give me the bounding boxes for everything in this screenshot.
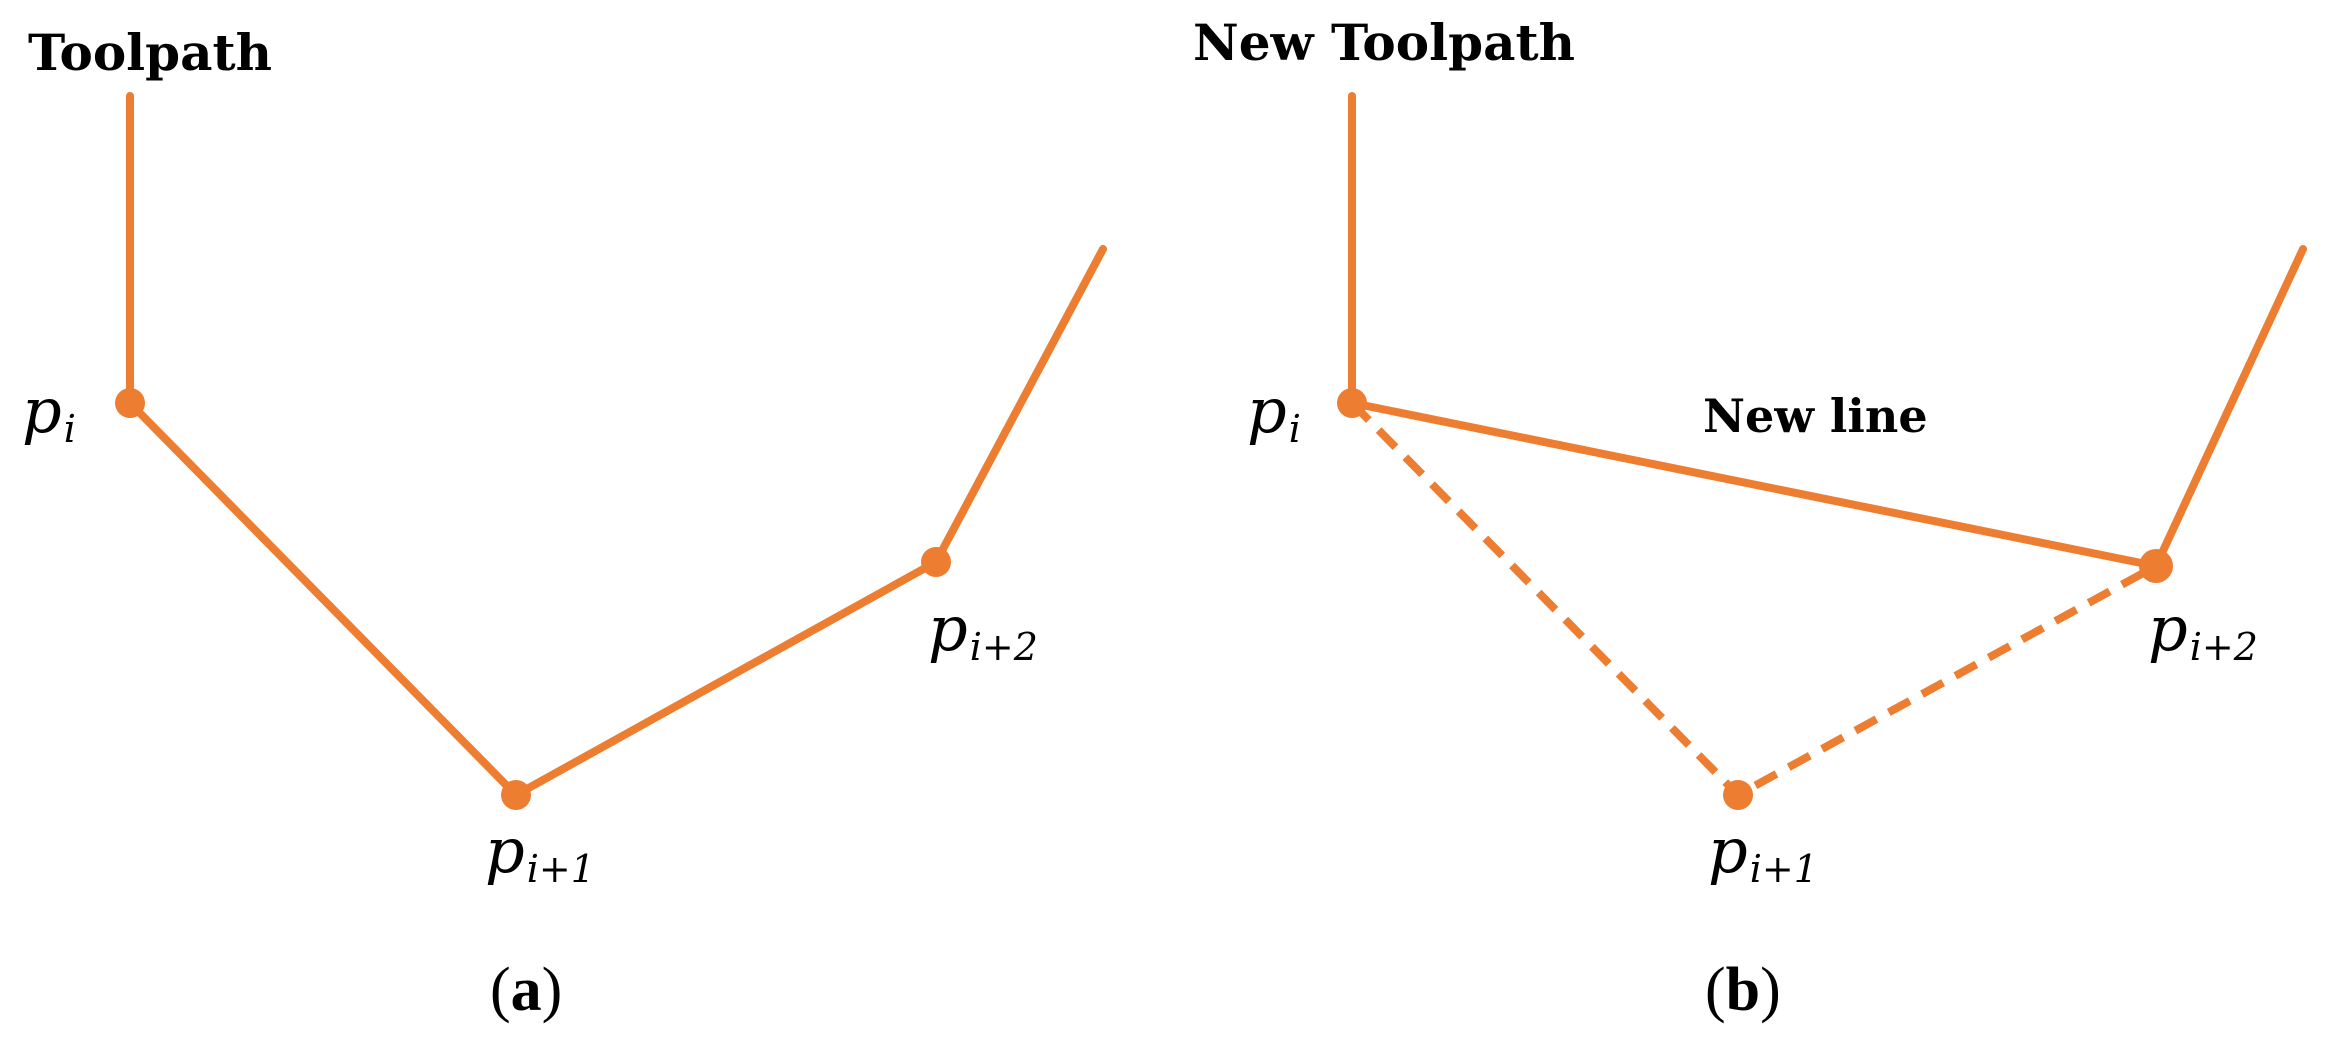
point-p-i-plus-1	[501, 780, 531, 810]
original-toolpath	[126, 92, 1107, 799]
panel-b-title: New Toolpath	[1193, 13, 1575, 72]
label-p-i: pi	[1247, 374, 1301, 451]
panel-a-title: Toolpath	[28, 23, 272, 82]
point-p-i-plus-2	[921, 547, 951, 577]
point-p-i-plus-1	[1723, 780, 1753, 810]
label-p-i-plus-2: pi+2	[2148, 592, 2258, 669]
panel-a-caption: (a)	[490, 956, 562, 1024]
removed-segments	[1349, 400, 2158, 799]
panel-b-caption: (b)	[1705, 956, 1781, 1024]
point-p-i	[1337, 388, 1367, 418]
point-p-i	[115, 388, 145, 418]
new-line-label: New line	[1703, 389, 1928, 443]
label-p-i-plus-1: pi+1	[1708, 814, 1818, 891]
panel-b: New Toolpath New line pi pi+1 pi+2 (b)	[1193, 13, 2307, 1024]
label-p-i-plus-1: pi+1	[485, 814, 595, 891]
label-p-i-plus-2: pi+2	[928, 592, 1038, 669]
panel-a: Toolpath pi pi+1 pi+2 (a)	[22, 23, 1107, 1024]
new-toolpath	[1348, 92, 2307, 570]
point-p-i-plus-2	[2139, 549, 2173, 583]
label-p-i: pi	[22, 374, 76, 451]
